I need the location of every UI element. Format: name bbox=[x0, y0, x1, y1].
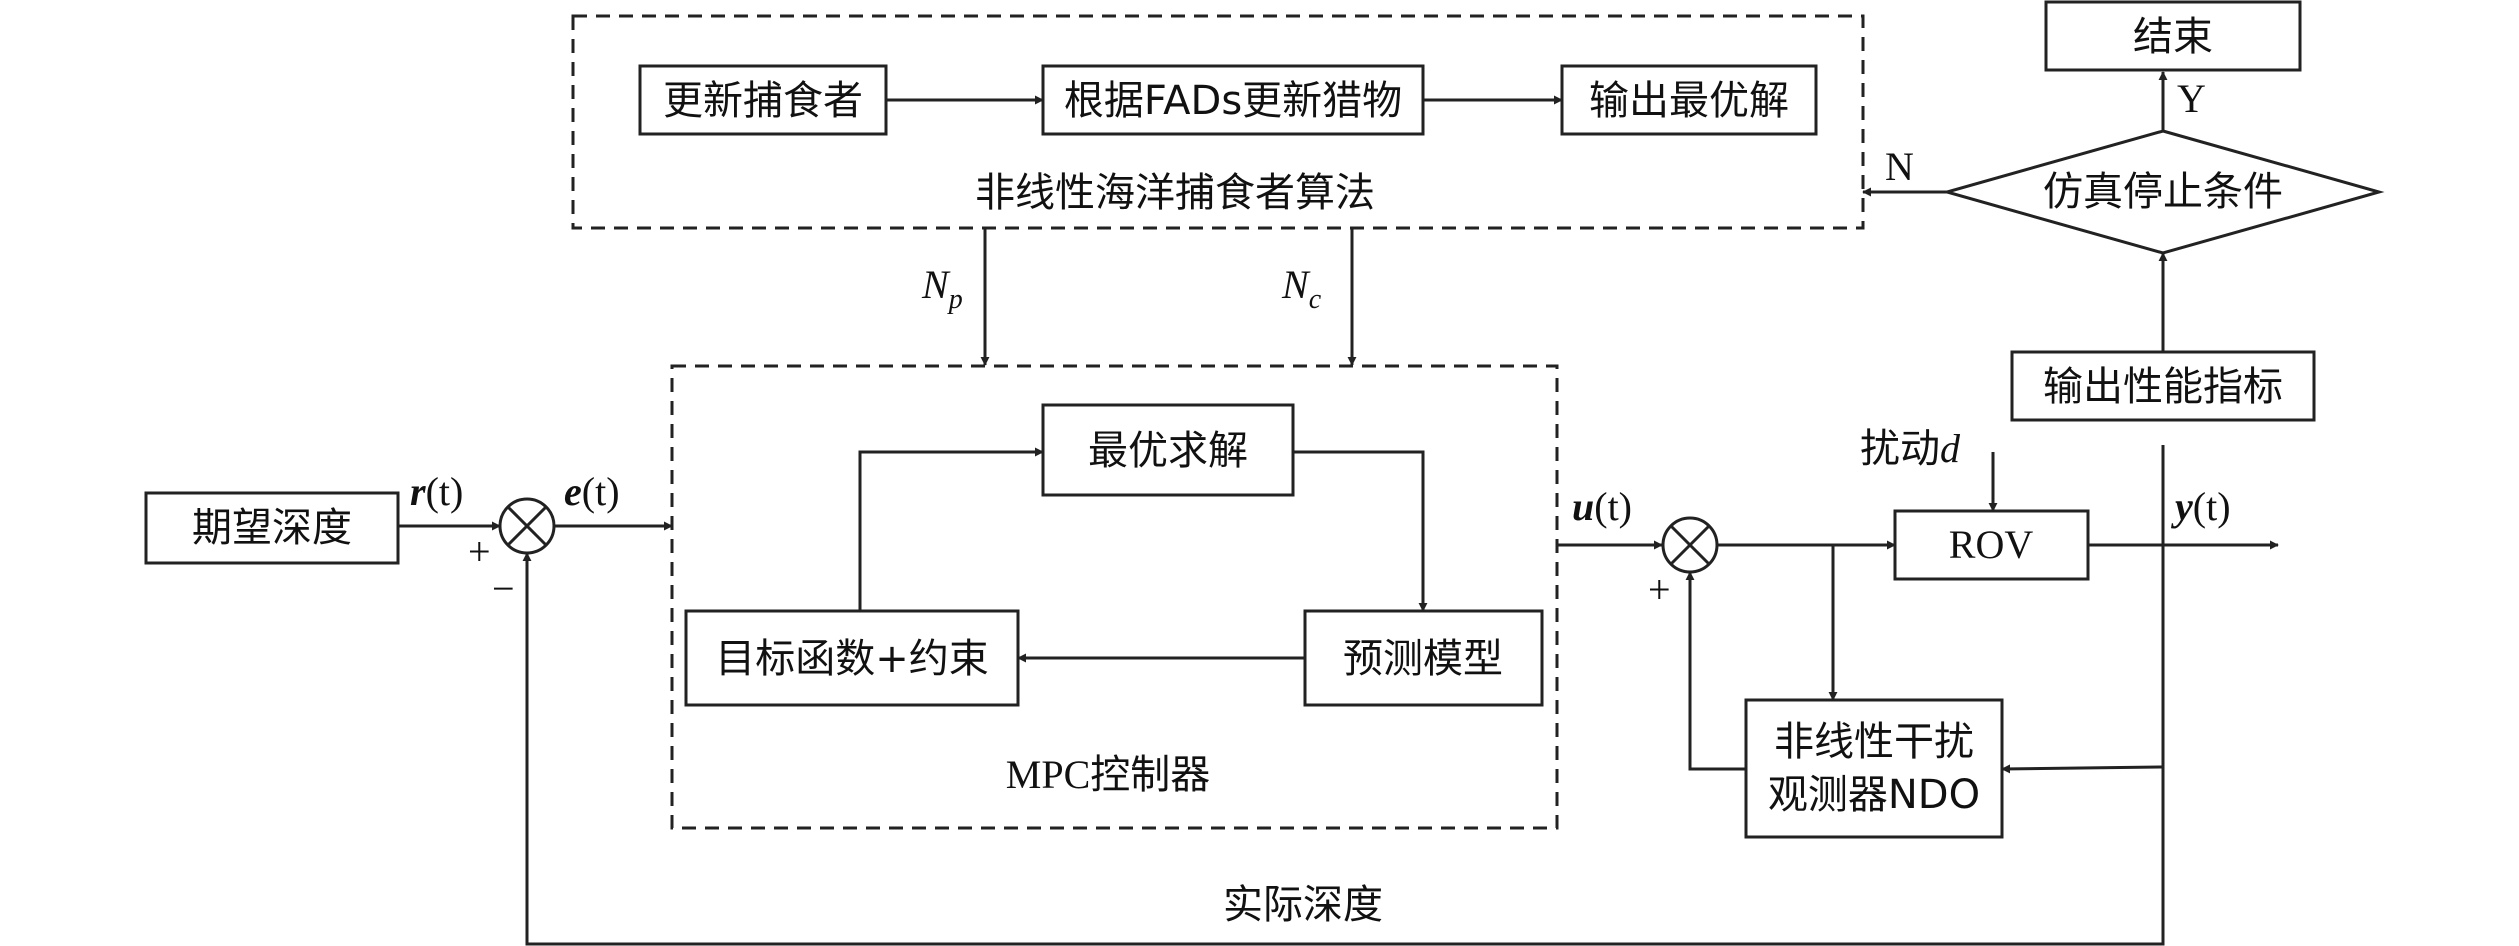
disturbance-label: 扰动d bbox=[1860, 426, 1961, 472]
prediction-model-label: 预测模型 bbox=[1343, 636, 1503, 682]
u-label: u(t) bbox=[1572, 484, 1632, 529]
e-label: e(t) bbox=[564, 469, 620, 514]
update-predator-label: 更新捕食者 bbox=[663, 78, 863, 124]
end-box bbox=[2044, 0, 2302, 72]
output-performance-box bbox=[2010, 350, 2316, 422]
np-label: Np bbox=[921, 262, 963, 315]
y-label: y(t) bbox=[2171, 484, 2231, 529]
actual-depth-label: 实际深度 bbox=[1223, 882, 1383, 928]
objective-label: 目标函数+约束 bbox=[715, 636, 989, 682]
stop-condition-diamond bbox=[1941, 129, 2385, 255]
arrow-y-to-ndo bbox=[2001, 764, 2164, 774]
algorithm-title: 非线性海洋捕食者算法 bbox=[975, 170, 1375, 216]
ndo-label-line1: 非线性干扰 bbox=[1774, 719, 1974, 765]
no-label: N bbox=[1885, 144, 1914, 189]
output-optimal-label: 输出最优解 bbox=[1589, 78, 1789, 124]
update-prey-box bbox=[1041, 64, 1425, 136]
mpc-title: MPC控制器 bbox=[1006, 752, 1211, 797]
prediction-model-box bbox=[1303, 609, 1544, 707]
ndo-label-line2: 观测器NDO bbox=[1768, 772, 1980, 818]
desired-depth-box bbox=[144, 491, 400, 565]
arrow-ndo-feedback bbox=[1685, 571, 1746, 771]
objective-box bbox=[684, 609, 1020, 707]
mpc-group bbox=[670, 364, 1559, 830]
arrow-objective-opt bbox=[858, 447, 1044, 611]
update-prey-label: 根据FADs更新猎物 bbox=[1064, 78, 1402, 124]
arrow-opt-model bbox=[1293, 450, 1428, 612]
rov-box bbox=[1893, 509, 2090, 581]
minus-sign-1: − bbox=[492, 566, 515, 611]
optimal-solve-label: 最优求解 bbox=[1088, 428, 1248, 474]
summing-junction-2-cross-b bbox=[1669, 524, 1711, 566]
nc-label: Nc bbox=[1281, 262, 1322, 315]
summing-junction-1-cross-b bbox=[506, 505, 548, 547]
ndo-box bbox=[1744, 698, 2004, 839]
optimal-solve-box bbox=[1041, 403, 1295, 497]
stop-condition-label: 仿真停止条件 bbox=[2043, 169, 2283, 215]
arrow-actual-depth-feedback bbox=[522, 445, 2165, 946]
algorithm-group bbox=[571, 14, 1865, 230]
r-label: r(t) bbox=[410, 469, 463, 514]
plus-sign-1: + bbox=[468, 529, 491, 574]
desired-depth-label: 期望深度 bbox=[192, 505, 352, 551]
output-optimal-box bbox=[1560, 64, 1818, 136]
output-performance-label: 输出性能指标 bbox=[2043, 364, 2283, 410]
rov-label: ROV bbox=[1949, 522, 2034, 567]
plus-sign-2: + bbox=[1648, 567, 1671, 612]
yes-label: Y bbox=[2177, 76, 2206, 121]
end-label: 结束 bbox=[2133, 14, 2213, 60]
